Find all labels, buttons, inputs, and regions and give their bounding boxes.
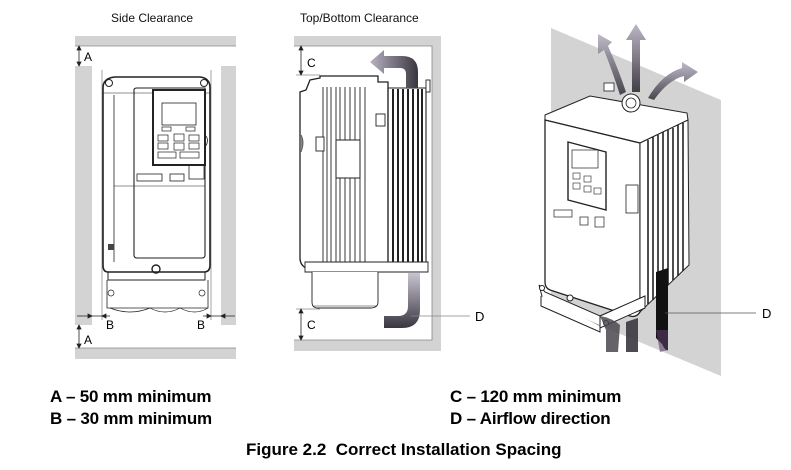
keypad — [152, 89, 206, 166]
label-d-iso: D — [762, 306, 772, 321]
right-wall — [432, 36, 441, 351]
legend-item-b: B – 30 mm minimum — [50, 409, 212, 428]
bottom-wall — [294, 340, 441, 351]
screw — [151, 264, 161, 274]
dimension-c-top — [296, 45, 320, 76]
airflow-arrow-bottom-right — [656, 268, 668, 351]
label-a-bottom: A — [84, 333, 93, 347]
legend-item-a: A – 50 mm minimum — [50, 387, 212, 406]
legend-item-d: D – Airflow direction — [450, 409, 611, 428]
top-bottom-clearance-title: Top/Bottom Clearance — [300, 11, 419, 25]
keypad-display — [161, 102, 197, 126]
dimension-a-top — [76, 45, 82, 67]
dimension-c-bottom — [296, 308, 320, 341]
drive-isometric-view — [538, 82, 690, 333]
label-d-side: D — [475, 309, 485, 324]
drive-front-view — [101, 70, 212, 320]
isometric-panel — [538, 24, 756, 376]
drive-side-view — [299, 75, 431, 309]
dimension-a-bottom — [76, 324, 82, 349]
side-clearance-title: Side Clearance — [111, 11, 194, 25]
left-wall — [75, 66, 92, 325]
airflow-arrow-bottom — [384, 273, 420, 328]
dimension-b-right — [203, 313, 235, 319]
airflow-arrow-bottom-center — [626, 318, 638, 352]
bottom-wall — [75, 348, 236, 359]
label-c-bottom: C — [307, 318, 316, 332]
top-wall — [75, 36, 236, 46]
top-bottom-clearance-panel — [294, 36, 470, 351]
dimension-b-left — [77, 313, 110, 319]
airflow-arrow-up-left — [598, 34, 626, 95]
label-c-top: C — [307, 56, 316, 70]
right-wall — [221, 66, 236, 325]
label-a-top: A — [84, 50, 93, 64]
figure-caption: Figure 2.2 Correct Installation Spacing — [246, 440, 562, 459]
airflow-arrow-bottom-left — [600, 316, 620, 352]
label-b-right: B — [197, 318, 206, 332]
top-wall — [294, 36, 441, 46]
side-clearance-panel — [75, 36, 236, 359]
legend-item-c: C – 120 mm minimum — [450, 387, 622, 406]
airflow-arrow-top — [370, 50, 418, 88]
label-b-left: B — [106, 318, 115, 332]
airflow-arrow-up-center — [626, 24, 646, 92]
airflow-arrow-up-right — [648, 62, 698, 100]
